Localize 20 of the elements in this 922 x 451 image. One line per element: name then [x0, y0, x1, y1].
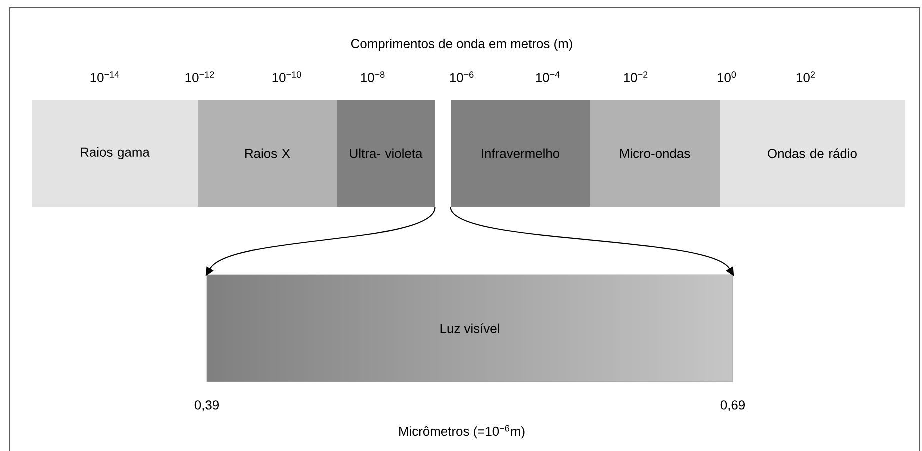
- spectrum-band: Micro-ondas: [590, 100, 720, 207]
- axis-title: Comprimentos de onda em metros (m): [351, 38, 572, 52]
- scale-value: 0,69: [720, 400, 745, 412]
- scale-value: 0,39: [194, 400, 219, 412]
- visible-light-bar: Luz visível: [206, 274, 734, 382]
- tick-label: 10$^{−2}$: [624, 72, 648, 82]
- tick-label: 10$^{−14}$: [90, 72, 120, 82]
- spectrum-band: Ondas de rádio: [720, 100, 905, 207]
- spectrum-band: Ultra- violeta: [337, 100, 435, 207]
- spectrum-band: Raios gama: [32, 100, 198, 207]
- tick-label: 10$^{0}$: [718, 72, 736, 82]
- tick-label: 10$^{−12}$: [186, 72, 214, 82]
- tick-label: 10$^{−10}$: [272, 72, 302, 82]
- axis-title: Micrômetros (=10$^{−6}$m): [400, 425, 525, 439]
- tick-label: 10$^{−6}$: [450, 72, 474, 82]
- tick-label: 10$^{−4}$: [536, 72, 560, 82]
- tick-label: 10$^{−8}$: [361, 72, 385, 82]
- tick-label: 10$^{2}$: [797, 72, 816, 82]
- spectrum-band: Raios X: [198, 100, 337, 207]
- spectrum-band: Infravermelho: [451, 100, 590, 207]
